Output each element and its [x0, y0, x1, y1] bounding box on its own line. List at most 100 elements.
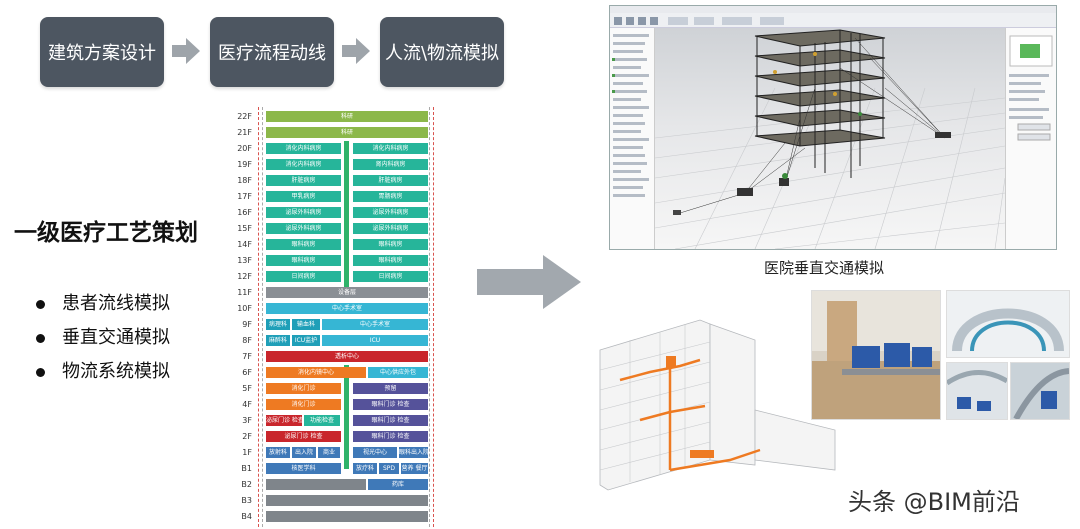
floor-label: 8F — [242, 336, 252, 345]
floor-label: 12F — [237, 272, 252, 281]
floor-segment: 甲乳病房 — [266, 191, 341, 202]
floor-label: 3F — [242, 416, 252, 425]
flow-arrow-icon — [172, 38, 200, 64]
floor-segment: 消化门诊 — [266, 383, 341, 394]
floor-segment: 预留 — [353, 383, 428, 394]
floor-label: 21F — [237, 128, 252, 137]
floor-label: 10F — [237, 304, 252, 313]
logistics-station-photo — [811, 290, 941, 420]
floor-segment: SPD — [379, 463, 399, 474]
floor-segment: 麻醉科 — [266, 335, 290, 346]
floor-segment: 消化内科病房 — [266, 143, 341, 154]
floor-label: 17F — [237, 192, 252, 201]
floor-segment: 透析中心 — [266, 351, 428, 362]
library-panel — [610, 28, 655, 249]
floor-segment: 放射科 — [266, 447, 290, 458]
floor-segment: 泌尿外科病房 — [353, 223, 428, 234]
floor-row: B4 — [228, 509, 444, 525]
floor-segment: 科研 — [266, 127, 428, 138]
flow-arrow-icon — [342, 38, 370, 64]
software-caption: 医院垂直交通模拟 — [764, 259, 885, 277]
floor-row: B2 药库 — [228, 477, 444, 493]
floor-row: B3 — [228, 493, 444, 509]
window-titlebar — [610, 6, 1056, 13]
floor-segment: 功能检查 — [304, 415, 340, 426]
floor-segment: 病理科 — [266, 319, 290, 330]
floor-segment: 出入院 — [292, 447, 316, 458]
floor-segment: 消化内科病房 — [266, 159, 341, 170]
floor-segment: 眼科门诊 检查 — [353, 399, 428, 410]
floor-segment: 眼科门诊 检查 — [353, 415, 428, 426]
floor-row: 7F 透析中心 — [228, 349, 444, 365]
floor-segment: 放疗科 — [353, 463, 377, 474]
bullet-list: 患者流线模拟 垂直交通模拟 物流系统模拟 — [36, 290, 170, 392]
floor-segment: 视光中心 — [353, 447, 397, 458]
list-item: 垂直交通模拟 — [36, 324, 170, 358]
flow-step-flow-simulation: 人流\物流模拟 — [380, 17, 504, 87]
floor-segment — [266, 479, 366, 490]
floor-row: 20F 消化内科病房 消化内科病房 — [228, 141, 444, 157]
floor-segment: 消化内科病房 — [353, 143, 428, 154]
floor-segment: 肝脏病房 — [353, 175, 428, 186]
floor-label: 6F — [242, 368, 252, 377]
floor-row: 3F 泌尿门诊 检查功能检查 眼科门诊 检查 — [228, 413, 444, 429]
floor-segment: 日间病房 — [266, 271, 341, 282]
simulation-software-window — [609, 5, 1057, 250]
section-heading: 一级医疗工艺策划 — [14, 220, 198, 246]
floor-label: B2 — [241, 480, 252, 489]
floor-segment: 核医学科 — [266, 463, 341, 474]
floor-label: 20F — [237, 144, 252, 153]
conveyor-photo — [946, 290, 1070, 358]
floor-segment: 泌尿外科病房 — [353, 207, 428, 218]
floor-segment: 泌尿门诊 检查 — [266, 431, 341, 442]
floor-segment: 消化门诊 — [266, 399, 341, 410]
floor-label: 2F — [242, 432, 252, 441]
window-toolbar — [610, 13, 1056, 28]
floor-segment: 输血科 — [292, 319, 320, 330]
floor-segment: 眼科病房 — [353, 239, 428, 250]
floor-segment: ICU监护 — [292, 335, 320, 346]
floor-segment: 设备层 — [266, 287, 428, 298]
floor-segment: 泌尿门诊 检查 — [266, 415, 302, 426]
transport-track-photo-left — [946, 362, 1008, 420]
floor-row: 11F 设备层 — [228, 285, 444, 301]
floor-label: 14F — [237, 240, 252, 249]
properties-panel — [1005, 28, 1056, 249]
flow-step-architecture: 建筑方案设计 — [40, 17, 164, 87]
floor-label: B4 — [241, 512, 252, 521]
floor-label: 15F — [237, 224, 252, 233]
transport-track-photo-right — [1010, 362, 1070, 420]
floor-label: 7F — [242, 352, 252, 361]
floor-label: 9F — [242, 320, 252, 329]
floor-segment: 肝脏病房 — [266, 175, 341, 186]
floor-label: B1 — [241, 464, 252, 473]
floor-segment: 商业 — [318, 447, 340, 458]
floor-segment: 药库 — [368, 479, 428, 490]
floor-segment: 胃肠病房 — [353, 191, 428, 202]
floor-label: B3 — [241, 496, 252, 505]
floor-segment: 眼科病房 — [353, 255, 428, 266]
floor-label: 11F — [237, 288, 252, 297]
floor-segment: ICU — [322, 335, 428, 346]
floor-row: 21F 科研 — [228, 125, 444, 141]
floor-segment: 营养 餐厅 — [401, 463, 428, 474]
floor-label: 13F — [237, 256, 252, 265]
floor-segment: 消化内镜中心 — [266, 367, 366, 378]
floor-segment: 泌尿外科病房 — [266, 207, 341, 218]
